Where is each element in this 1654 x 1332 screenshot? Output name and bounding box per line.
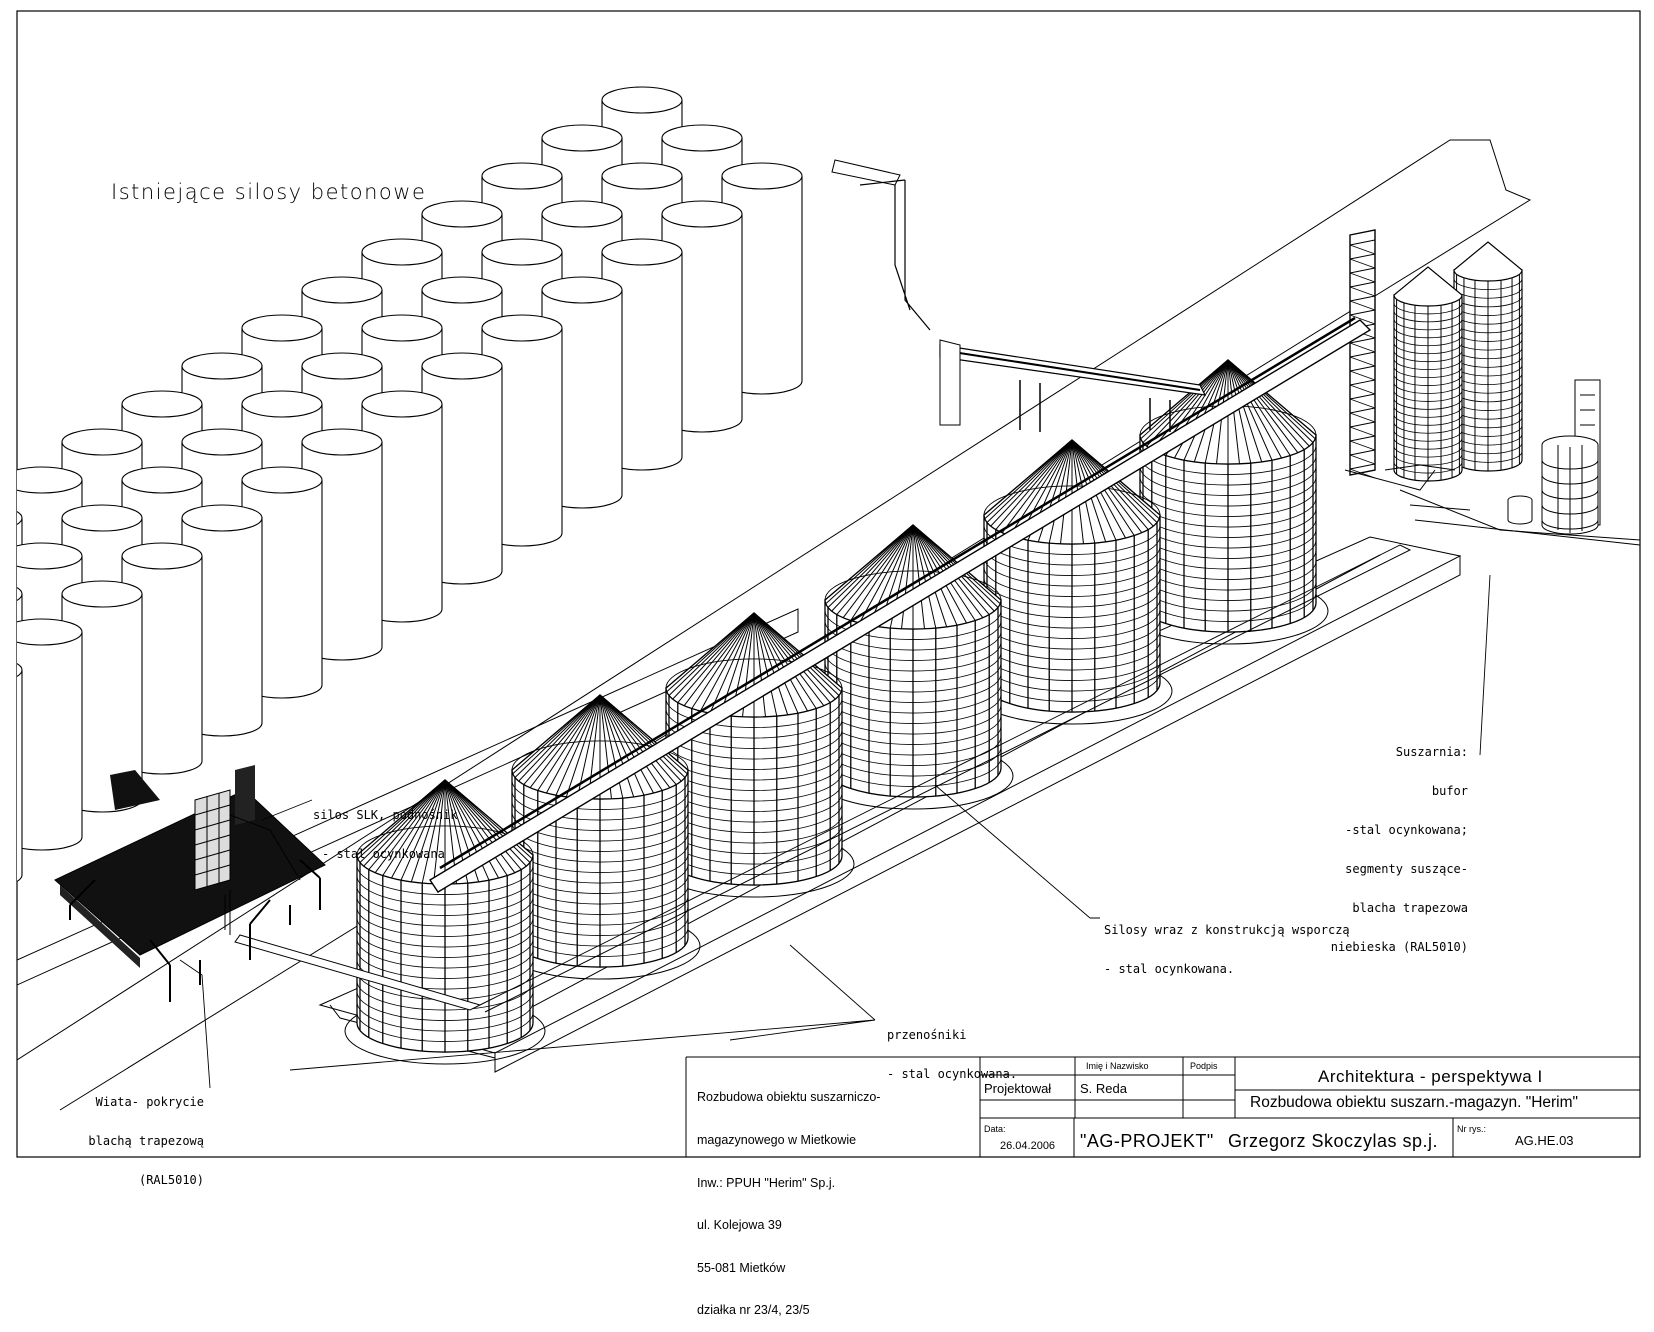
- conveyors-label-line2: - stal ocynkowana.: [887, 1067, 1018, 1081]
- concrete-silo: [17, 618, 83, 851]
- drawing-title: Architektura - perspektywa I: [1318, 1067, 1543, 1086]
- steel-silo: [653, 612, 855, 898]
- concrete-silo: [17, 663, 23, 882]
- col-name-header: Imię i Nazwisko: [1086, 1061, 1149, 1071]
- project-line-1: Rozbudowa obiektu suszarniczo-: [697, 1090, 881, 1105]
- dryer-cylinder: [1393, 266, 1463, 482]
- slk-label: silos SLK, podnośnik - stal ocynkowana: [313, 783, 458, 874]
- title-block: [685, 1056, 1640, 1157]
- drawing-subtitle: Rozbudowa obiektu suszarn.-magazyn. "Her…: [1250, 1094, 1579, 1111]
- canopy-label-line1: Wiata- pokrycie: [95, 1095, 204, 1109]
- project-line-3: Inw.: PPUH "Herim" Sp.j.: [697, 1175, 836, 1190]
- conveyors-label: przenośniki - stal ocynkowana.: [887, 1003, 1017, 1094]
- slk-label-line2: - stal ocynkowana: [322, 847, 445, 861]
- dryer-tower: [1344, 229, 1523, 491]
- company-owner: Grzegorz Skoczylas sp.j.: [1228, 1131, 1439, 1151]
- drawing-number-label: Nr rys.:: [1457, 1124, 1486, 1134]
- drawing-sheet: [16, 10, 1641, 1158]
- steel-silo: [812, 524, 1014, 810]
- company-name: "AG-PROJEKT": [1080, 1131, 1214, 1151]
- dryer-label: Suszarnia: bufor -stal ocynkowana; segme…: [1300, 720, 1468, 967]
- roof-outline: [17, 139, 1532, 1111]
- project-line-4: ul. Kolejowa 39: [697, 1218, 782, 1233]
- elevator-tower: [1344, 229, 1436, 491]
- steel-silo: [971, 439, 1173, 725]
- silos-label: Silosy wraz z konstrukcją wsporczą - sta…: [1104, 898, 1350, 989]
- silos-label-line1: Silosy wraz z konstrukcją wsporczą: [1104, 923, 1350, 937]
- conveyor-gallery: [234, 159, 1641, 1013]
- project-line-5: 55-081 Mietków: [697, 1260, 786, 1275]
- dryer-cylinder: [1453, 241, 1523, 472]
- designed-by-label: Projektował: [984, 1081, 1052, 1096]
- canopy-structure: [54, 765, 326, 1002]
- project-description: Rozbudowa obiektu suszarniczo- magazynow…: [697, 1062, 880, 1332]
- date-value: 26.04.2006: [1000, 1140, 1056, 1152]
- slk-label-line1: silos SLK, podnośnik: [313, 808, 458, 822]
- canopy-label-line3: (RAL5010): [138, 1173, 204, 1187]
- canopy-label-line2: blachą trapezową: [88, 1134, 204, 1148]
- dryer-label-line4: segmenty suszące-: [1345, 862, 1468, 876]
- dryer-label-line5: blacha trapezowa: [1352, 901, 1468, 915]
- project-line-6: działka nr 23/4, 23/5: [697, 1303, 810, 1318]
- canopy-label: Wiata- pokrycie blachą trapezową (RAL501…: [72, 1070, 204, 1200]
- existing-silos-heading: Istniejące silosy betonowe: [111, 180, 427, 204]
- dryer-label-line3: -stal ocynkowana;: [1345, 823, 1468, 837]
- conveyors-label-line1: przenośniki: [887, 1028, 967, 1042]
- project-line-2: magazynowego w Mietkowie: [697, 1133, 857, 1148]
- buffer-silo-small: [1409, 379, 1641, 546]
- existing-concrete-silos: [17, 86, 803, 882]
- designer-name: S. Reda: [1080, 1081, 1127, 1096]
- leader-lines: [179, 574, 1491, 1089]
- dryer-label-line6: niebieska (RAL5010): [1330, 940, 1468, 954]
- dryer-label-line1: Suszarnia:: [1395, 745, 1468, 759]
- drawing-number: AG.HE.03: [1515, 1133, 1574, 1148]
- silos-label-line2: - stal ocynkowana.: [1104, 962, 1235, 976]
- dryer-label-line2: bufor: [1431, 784, 1468, 798]
- col-sign-header: Podpis: [1190, 1061, 1218, 1071]
- date-label: Data:: [984, 1124, 1006, 1134]
